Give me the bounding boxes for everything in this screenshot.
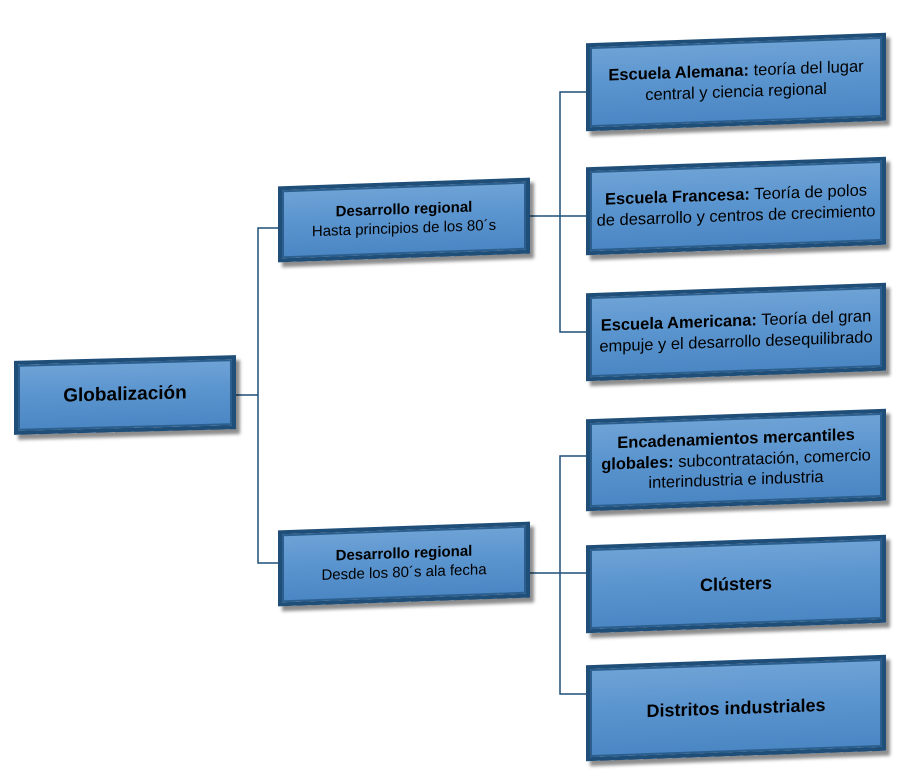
branch-node-1: Desarrollo regional Hasta principios de … xyxy=(278,177,530,263)
branch-node-2: Desarrollo regional Desde los 80´s ala f… xyxy=(278,521,530,607)
leaf-node-escuela-americana: Escuela Americana: Teoría del gran empuj… xyxy=(586,282,886,382)
leaf-2-bold: Escuela Francesa: xyxy=(604,185,750,209)
leaf-node-distritos-industriales: Distritos industriales xyxy=(586,654,886,762)
leaf-3-bold: Escuela Americana: xyxy=(600,311,757,336)
root-node: Globalización xyxy=(14,355,236,435)
leaf-4-text: subcontratación, comercio interindustria… xyxy=(648,445,871,493)
connector-branch-2-to-leaf-4 xyxy=(559,455,588,573)
leaf-6-bold: Distritos industriales xyxy=(646,694,826,721)
root-label: Globalización xyxy=(63,382,187,407)
leaf-1-bold: Escuela Alemana: xyxy=(608,61,749,85)
leaf-5-bold: Clústers xyxy=(699,572,773,596)
leaf-node-clusters: Clústers xyxy=(586,534,886,634)
leaf-node-escuela-francesa: Escuela Francesa: Teoría de polos de des… xyxy=(586,156,886,256)
connector-branch-2-to-leaf-6 xyxy=(559,573,588,695)
leaf-node-encadenamientos: Encadenamientos mercantiles globales: su… xyxy=(586,408,886,512)
leaf-node-escuela-alemana: Escuela Alemana: teoría del lugar centra… xyxy=(586,32,886,132)
connector-root-to-branch-2 xyxy=(257,395,280,564)
connector-branch-1-to-leaf-1 xyxy=(559,91,588,216)
connector-root-to-branch-1 xyxy=(257,227,280,395)
connector-branch-1-to-leaf-3 xyxy=(559,216,588,333)
